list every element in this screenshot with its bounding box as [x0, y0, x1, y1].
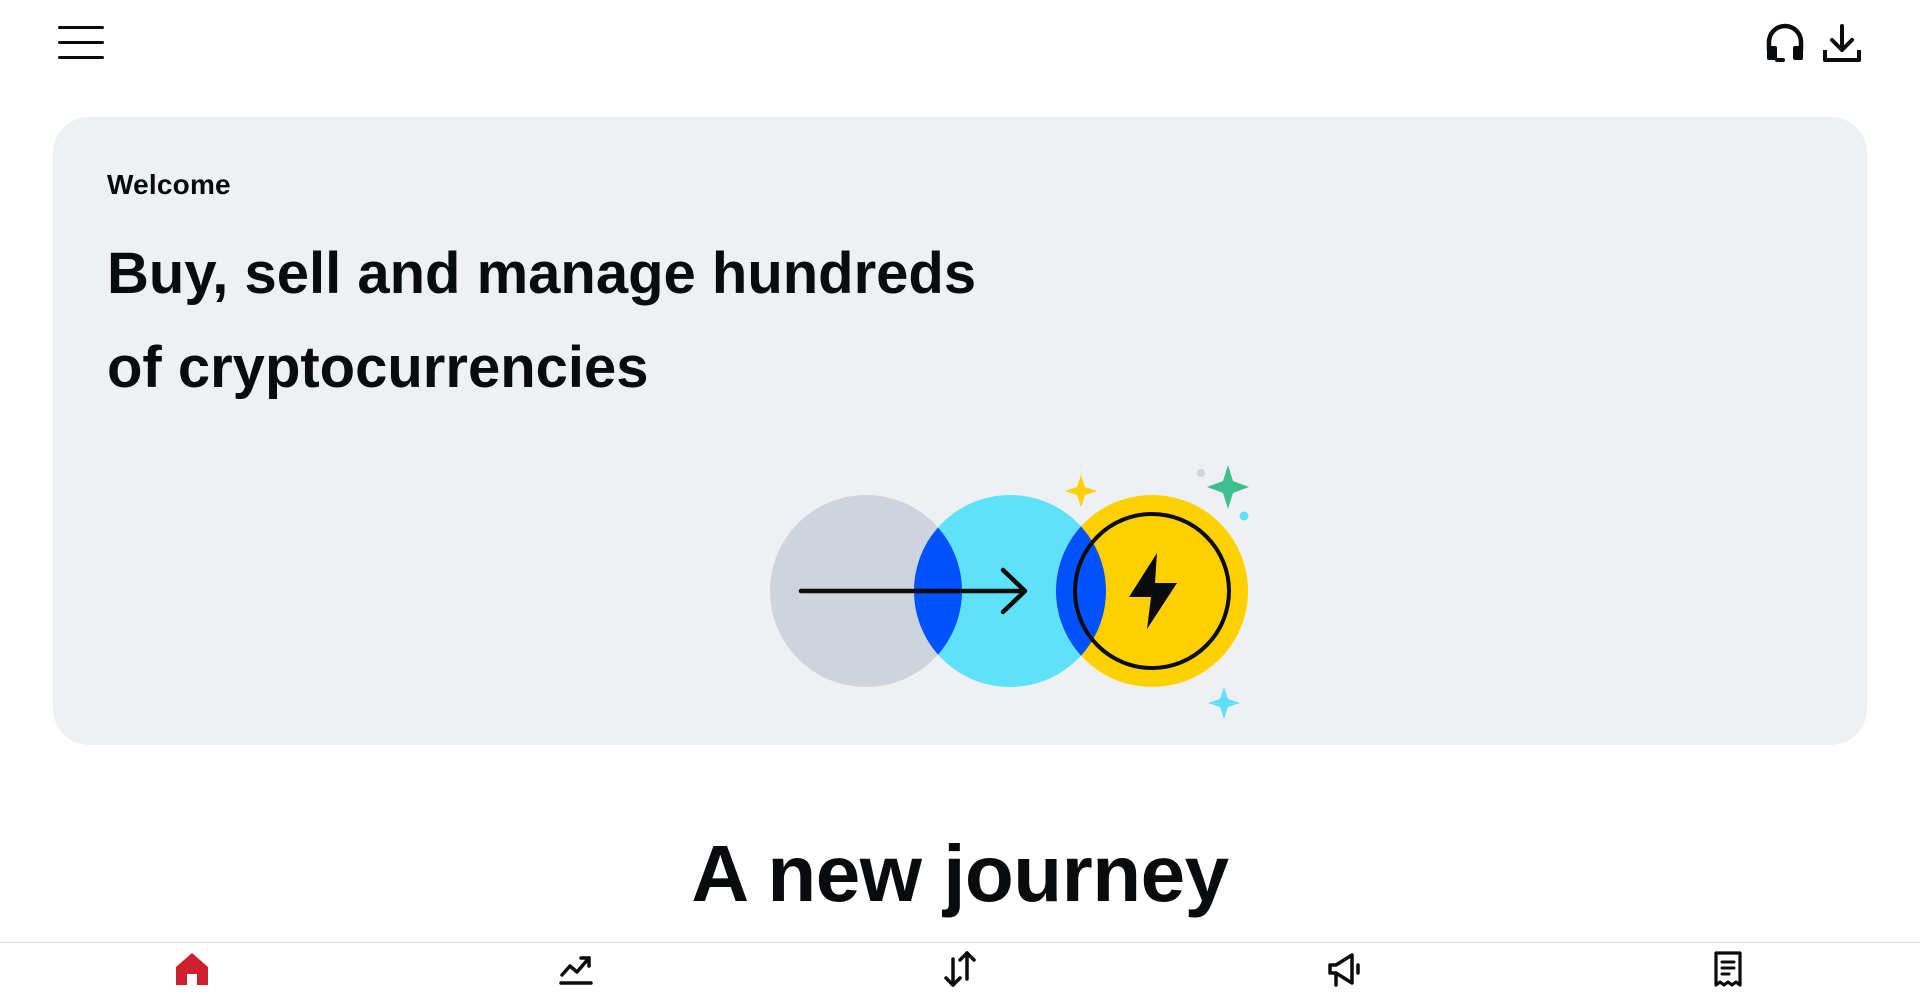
- menu-line: [58, 41, 104, 44]
- headline-line-1: Buy, sell and manage hundreds: [107, 241, 977, 306]
- headset-icon[interactable]: [1763, 22, 1807, 66]
- home-icon[interactable]: [172, 949, 212, 989]
- menu-line: [58, 56, 104, 59]
- download-icon[interactable]: [1820, 22, 1864, 66]
- trending-chart-icon[interactable]: [556, 949, 596, 989]
- crypto-conversion-illustration: [713, 437, 1273, 737]
- menu-line: [58, 26, 104, 29]
- top-bar: [0, 0, 1920, 90]
- welcome-card: Welcome Buy, sell and manage hundreds of…: [53, 117, 1867, 745]
- megaphone-icon[interactable]: [1324, 949, 1364, 989]
- receipt-icon[interactable]: [1708, 949, 1748, 989]
- welcome-headline: Buy, sell and manage hundreds of cryptoc…: [107, 227, 1027, 415]
- welcome-label: Welcome: [107, 169, 231, 200]
- swap-arrows-icon[interactable]: [940, 949, 980, 989]
- section-title: A new journey: [691, 829, 1229, 918]
- hamburger-menu-icon[interactable]: [58, 26, 104, 62]
- headline-line-2: of cryptocurrencies: [107, 335, 649, 400]
- bottom-navigation: [0, 942, 1920, 993]
